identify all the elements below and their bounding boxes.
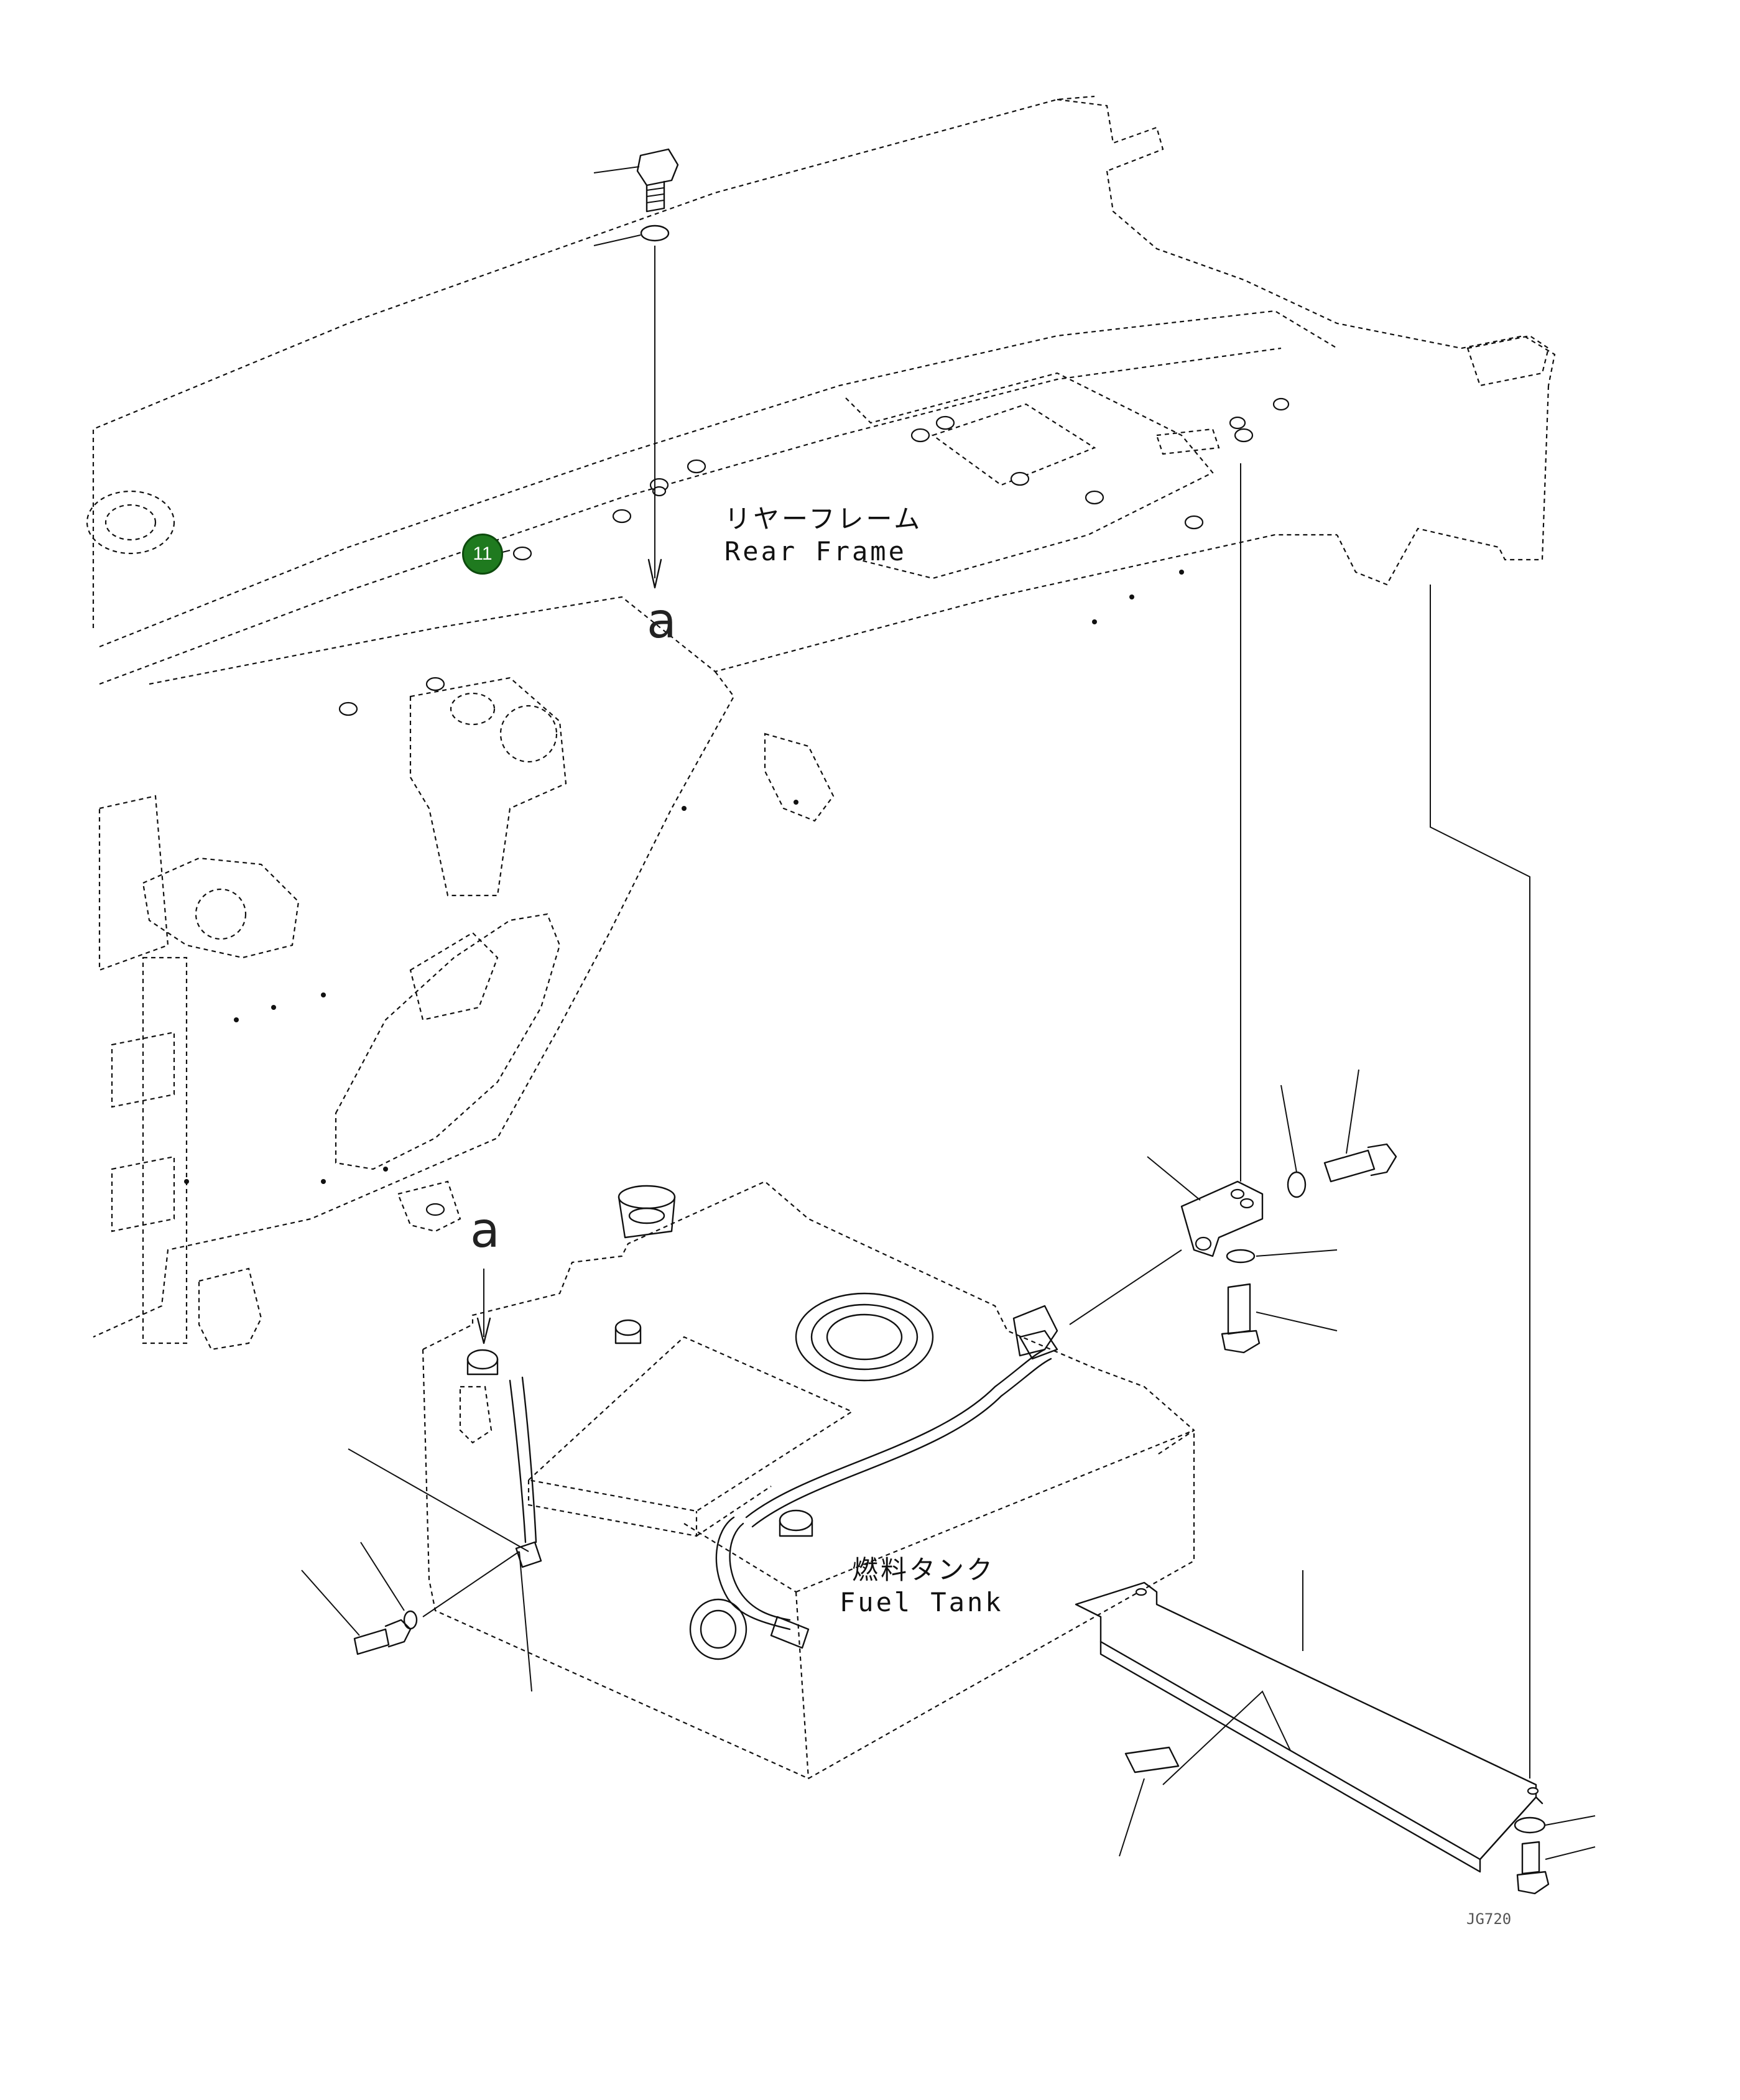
left-bolt-assembly [301,1448,532,1692]
detail-a-label-top: a [647,593,677,649]
rear-frame-label-en: Rear Frame [724,536,907,567]
fuel-tank-label-jp: 燃料タンク [852,1555,996,1585]
tank-detail-arrow [476,1269,491,1344]
guard-plate [1075,585,1596,1895]
fuel-tank-label-en: Fuel Tank [840,1587,1004,1617]
part-callout-11[interactable]: 11 [462,534,503,575]
rivets [184,570,1184,1184]
top-bolt-assembly [593,148,679,589]
fuel-tank [422,1180,1195,1780]
detail-a-label-tank: a [470,1203,500,1259]
rear-frame-label-jp: リヤーフレーム [724,504,923,534]
right-mount-bracket [1069,463,1397,1354]
drawing-code: JG720 [1466,1910,1512,1928]
rear-frame [86,95,1556,1351]
